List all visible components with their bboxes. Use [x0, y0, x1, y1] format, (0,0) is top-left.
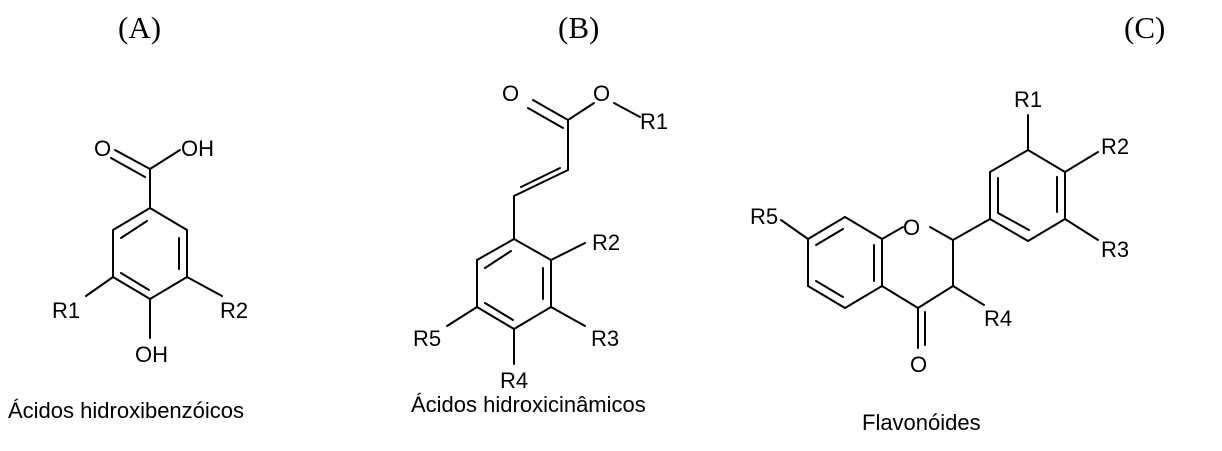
panel-b-atom-r2: R2: [592, 230, 620, 255]
panel-b-atom-o-carbonyl: O: [502, 81, 519, 106]
panel-b-atom-r3: R3: [591, 326, 619, 351]
panel-a-atom-oh-acid: OH: [181, 136, 214, 161]
panel-c-atom-r2: R2: [1101, 134, 1129, 159]
panel-b-atom-r1: R1: [640, 109, 668, 134]
panel-b-bonds: [446, 99, 641, 365]
panel-a-bonds: [85, 149, 223, 339]
panel-c-atom-o-ring: O: [903, 215, 920, 240]
panel-a-caption: Ácidos hidroxibenzóicos: [8, 398, 244, 423]
panel-b-atom-r5: R5: [413, 326, 441, 351]
panel-b-atom-o-ester: O: [593, 81, 610, 106]
panel-c-bonds: [780, 114, 1099, 349]
panel-c-label: (C): [1124, 10, 1165, 45]
panel-c-atom-r3: R3: [1101, 237, 1129, 262]
panel-b-atom-r4: R4: [500, 368, 528, 393]
panel-b: (B) O: [411, 10, 668, 417]
panel-c-atom-r5: R5: [750, 204, 778, 229]
panel-c-atom-r4: R4: [984, 306, 1012, 331]
panel-b-label: (B): [558, 10, 599, 45]
panel-a-atom-r1: R1: [52, 298, 80, 323]
panel-a-label: (A): [118, 10, 161, 45]
panel-b-caption: Ácidos hidroxicinâmicos: [411, 392, 646, 417]
panel-c-atom-r1: R1: [1014, 87, 1042, 112]
panel-c-caption: Flavonóides: [862, 410, 981, 435]
panel-a-atom-o-carbonyl: O: [94, 136, 111, 161]
panel-c-atom-o-keto: O: [910, 352, 927, 377]
panel-a: (A) O OH R1 R2 OH Ácidos: [8, 10, 248, 423]
panel-a-atom-oh-para: OH: [135, 342, 168, 367]
panel-c: (C): [750, 10, 1165, 435]
panel-a-atom-r2: R2: [220, 298, 248, 323]
